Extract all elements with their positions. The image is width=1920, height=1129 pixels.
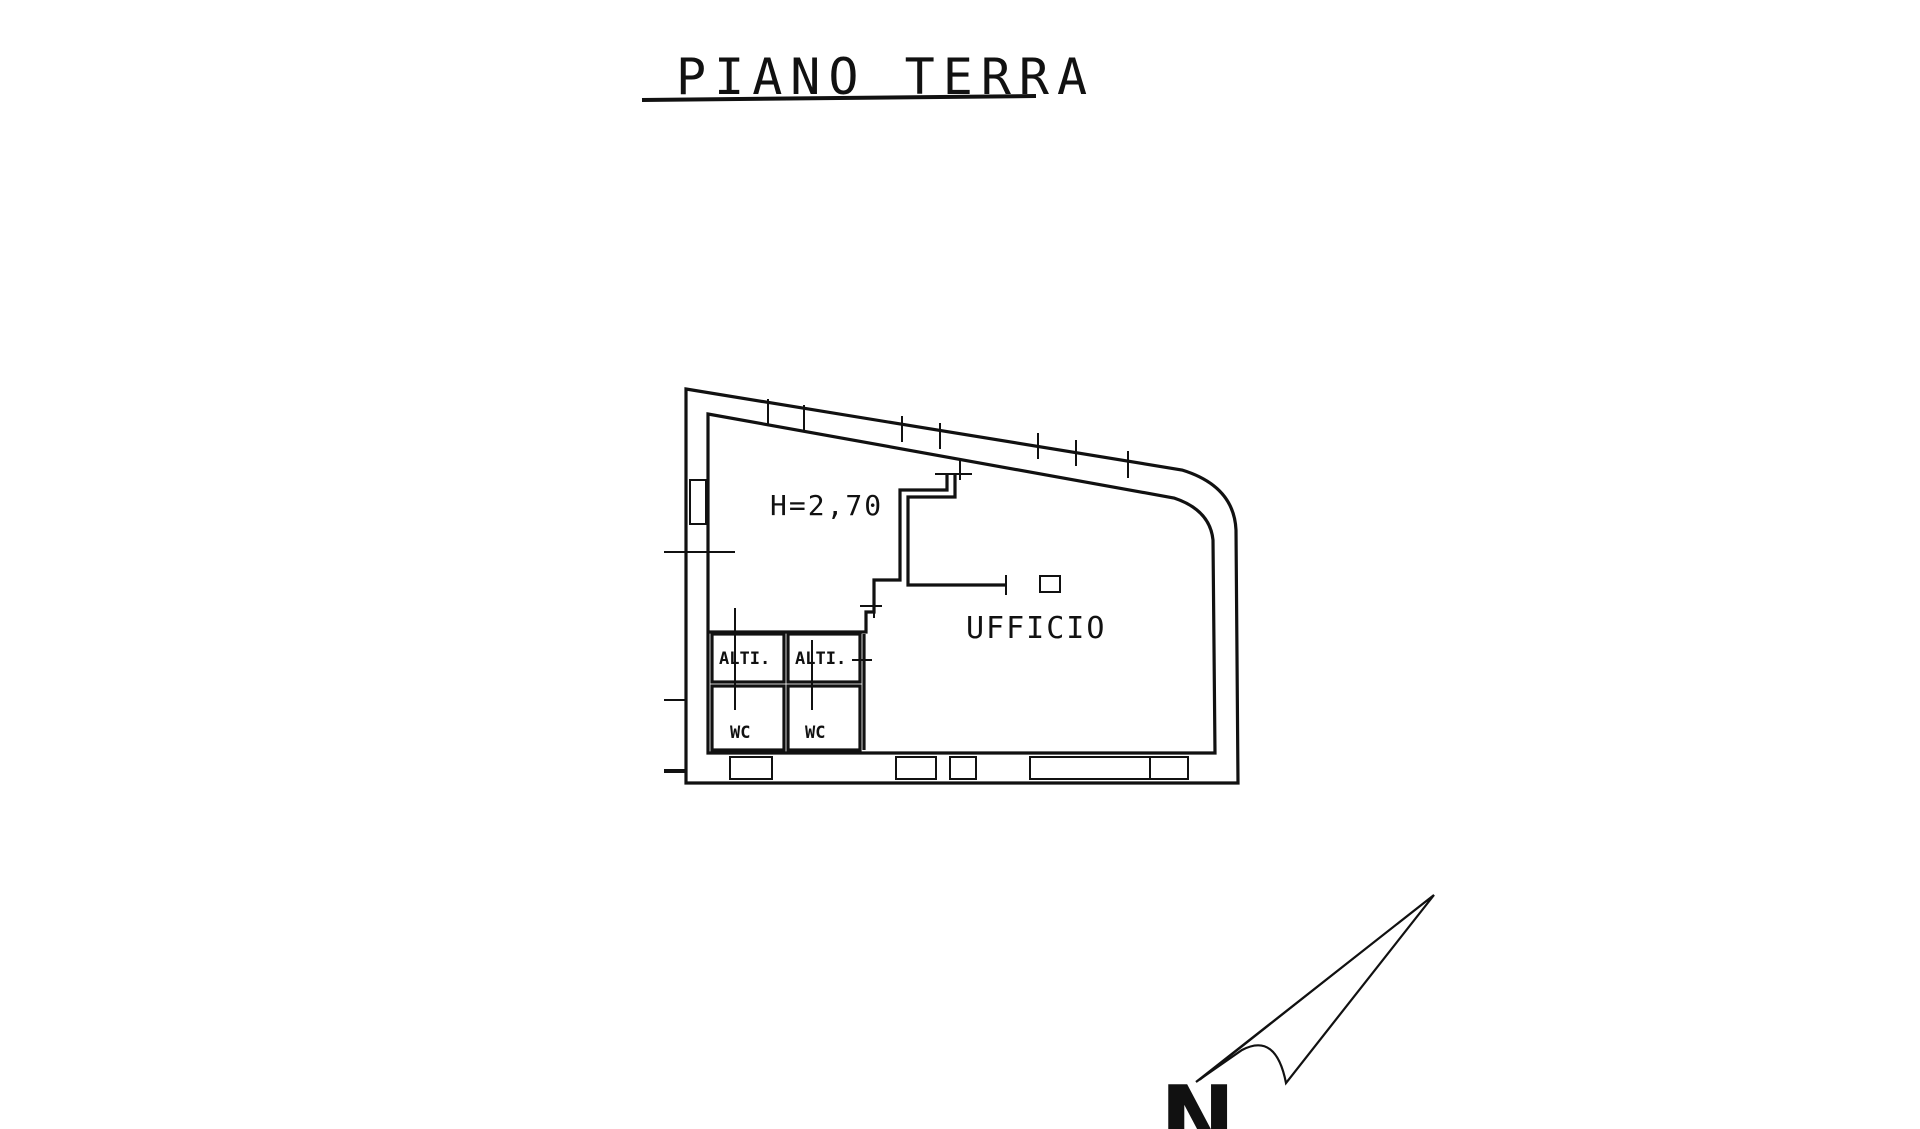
- interior-partition: [708, 458, 1061, 634]
- left-windows: [664, 479, 735, 773]
- inner-wall-outline: [706, 412, 1217, 755]
- bottom-windows: [664, 756, 1189, 780]
- north-arrow-shape: [1195, 894, 1435, 1086]
- north-arrow: N: [1160, 894, 1435, 1129]
- partition-wall-inner: [708, 473, 949, 634]
- wc-label-1: WC: [730, 723, 750, 743]
- column: [1039, 575, 1061, 593]
- outer-walls: [664, 387, 1240, 785]
- plan-title: PIANO TERRA: [641, 48, 1087, 106]
- storage-room-1: [710, 632, 786, 684]
- wc-label-2: WC: [805, 723, 825, 743]
- wc-room-2: [786, 684, 862, 752]
- room-labels: H=2,70 UFFICIO ALTI. ALTI. WC WC: [719, 489, 1106, 743]
- office-label: UFFICIO: [966, 611, 1106, 646]
- ceiling-height-label: H=2,70: [770, 489, 883, 522]
- partition-wall: [906, 473, 1006, 587]
- outer-wall-outline: [684, 387, 1240, 785]
- storage-room-2: [786, 632, 862, 684]
- service-block: [710, 608, 872, 752]
- top-windows: [767, 399, 1129, 478]
- storage-label-1: ALTI.: [719, 649, 770, 669]
- north-letter: N: [1160, 1067, 1235, 1129]
- storage-label-2: ALTI.: [795, 649, 846, 669]
- title-underline: [641, 94, 1037, 102]
- wc-room-1: [710, 684, 786, 752]
